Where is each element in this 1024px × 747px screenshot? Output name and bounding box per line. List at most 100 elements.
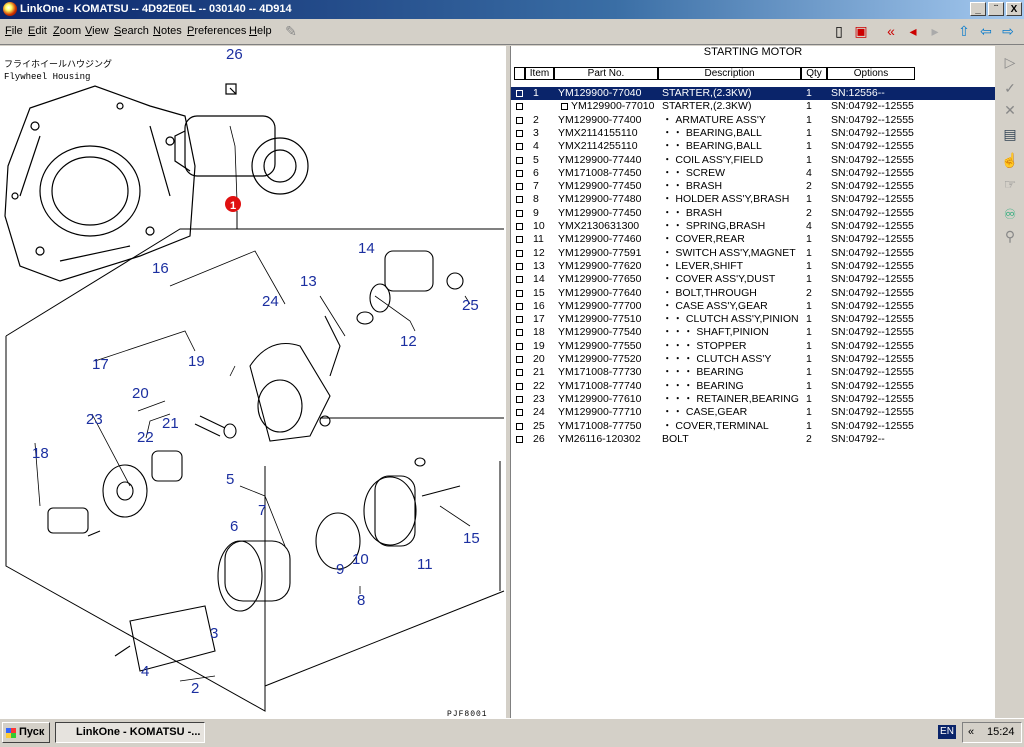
row-checkbox[interactable] xyxy=(516,302,523,310)
back-icon[interactable]: ⇦ xyxy=(980,23,992,39)
row-checkbox[interactable] xyxy=(516,183,523,191)
row-checkbox[interactable] xyxy=(516,236,523,244)
binoculars-icon[interactable]: ♾ xyxy=(1003,206,1017,222)
callout-11[interactable]: 11 xyxy=(417,556,433,573)
row-checkbox[interactable] xyxy=(516,409,523,417)
hand-icon[interactable]: ☝ xyxy=(1001,152,1019,168)
callout-5[interactable]: 5 xyxy=(226,471,234,488)
callout-13[interactable]: 13 xyxy=(300,273,317,290)
prev-icon[interactable]: ◂ xyxy=(909,23,917,39)
row-checkbox[interactable] xyxy=(516,129,523,137)
callout-26[interactable]: 26 xyxy=(226,46,243,63)
callout-6[interactable]: 6 xyxy=(230,518,238,535)
row-checkbox[interactable] xyxy=(516,342,523,350)
row-checkbox[interactable] xyxy=(516,382,523,390)
col-qty[interactable]: Qty xyxy=(801,67,827,80)
callout-22[interactable]: 22 xyxy=(137,429,154,446)
minimize-button[interactable]: _ xyxy=(970,2,986,16)
pane-splitter[interactable] xyxy=(506,46,510,718)
callout-4[interactable]: 4 xyxy=(141,663,149,680)
play-icon[interactable]: ▷ xyxy=(1004,54,1016,70)
callout-16[interactable]: 16 xyxy=(152,260,169,277)
forward-icon[interactable]: ⇨ xyxy=(1002,23,1014,39)
first-icon[interactable]: « xyxy=(887,23,895,39)
row-checkbox[interactable] xyxy=(516,116,523,124)
row-checkbox[interactable] xyxy=(516,329,523,337)
row-checkbox[interactable] xyxy=(516,422,523,430)
callout-14[interactable]: 14 xyxy=(358,240,375,257)
close-button[interactable]: X xyxy=(1006,2,1022,16)
row-checkbox[interactable] xyxy=(516,103,523,111)
row-checkbox[interactable] xyxy=(516,276,523,284)
callout-7[interactable]: 7 xyxy=(258,502,266,519)
pages-icon[interactable]: ▣ xyxy=(854,23,868,39)
row-subcheckbox[interactable] xyxy=(561,103,568,111)
callout-8[interactable]: 8 xyxy=(357,592,365,609)
pointer-icon[interactable]: ☞ xyxy=(1003,176,1017,192)
menu-help[interactable]: Help xyxy=(249,25,272,37)
callout-15[interactable]: 15 xyxy=(463,530,480,547)
row-checkbox[interactable] xyxy=(516,262,523,270)
row-checkbox[interactable] xyxy=(516,369,523,377)
menu-view[interactable]: View xyxy=(85,25,109,37)
illustration-pane[interactable]: フライホイールハウジング Flywheel Housing xyxy=(0,46,507,718)
row-checkbox[interactable] xyxy=(516,289,523,297)
cross-icon[interactable]: ✕ xyxy=(1004,102,1016,118)
list-icon[interactable]: ▤ xyxy=(1003,126,1017,142)
row-checkbox[interactable] xyxy=(516,316,523,324)
callout-24[interactable]: 24 xyxy=(262,293,279,310)
callout-23[interactable]: 23 xyxy=(86,411,103,428)
start-button[interactable]: Пуск xyxy=(2,722,50,743)
menu-notes[interactable]: Notes xyxy=(153,25,182,37)
book-icon[interactable]: ▯ xyxy=(835,23,843,39)
row-checkbox[interactable] xyxy=(516,249,523,257)
up-icon[interactable]: ⇧ xyxy=(958,23,970,39)
callout-2[interactable]: 2 xyxy=(191,680,199,697)
callout-12[interactable]: 12 xyxy=(400,333,417,350)
row-checkbox[interactable] xyxy=(516,90,523,97)
restore-button[interactable]: ¨ xyxy=(988,2,1004,16)
task-linkone[interactable]: LinkOne - KOMATSU -... xyxy=(55,722,205,743)
callout-25[interactable]: 25 xyxy=(462,297,479,314)
callout-17[interactable]: 17 xyxy=(92,356,109,373)
check-icon[interactable]: ✓ xyxy=(1004,80,1016,96)
row-checkbox[interactable] xyxy=(516,209,523,217)
callout-21[interactable]: 21 xyxy=(162,415,179,432)
row-checkbox[interactable] xyxy=(516,435,523,443)
menu-search[interactable]: Search xyxy=(114,25,149,37)
callout-10[interactable]: 10 xyxy=(352,551,369,568)
row-checkbox[interactable] xyxy=(516,395,523,403)
menu-preferences[interactable]: Preferences xyxy=(187,25,247,37)
menu-zoom[interactable]: Zoom xyxy=(53,25,82,37)
row-checkbox[interactable] xyxy=(516,156,523,164)
main-callout-marker[interactable] xyxy=(225,196,241,212)
col-part-no[interactable]: Part No. xyxy=(554,67,658,80)
row-checkbox[interactable] xyxy=(516,223,523,230)
callout-18[interactable]: 18 xyxy=(32,445,49,462)
row-checkbox[interactable] xyxy=(516,169,523,177)
callout-9[interactable]: 9 xyxy=(336,561,344,578)
pin-icon[interactable]: ✎ xyxy=(285,23,297,39)
